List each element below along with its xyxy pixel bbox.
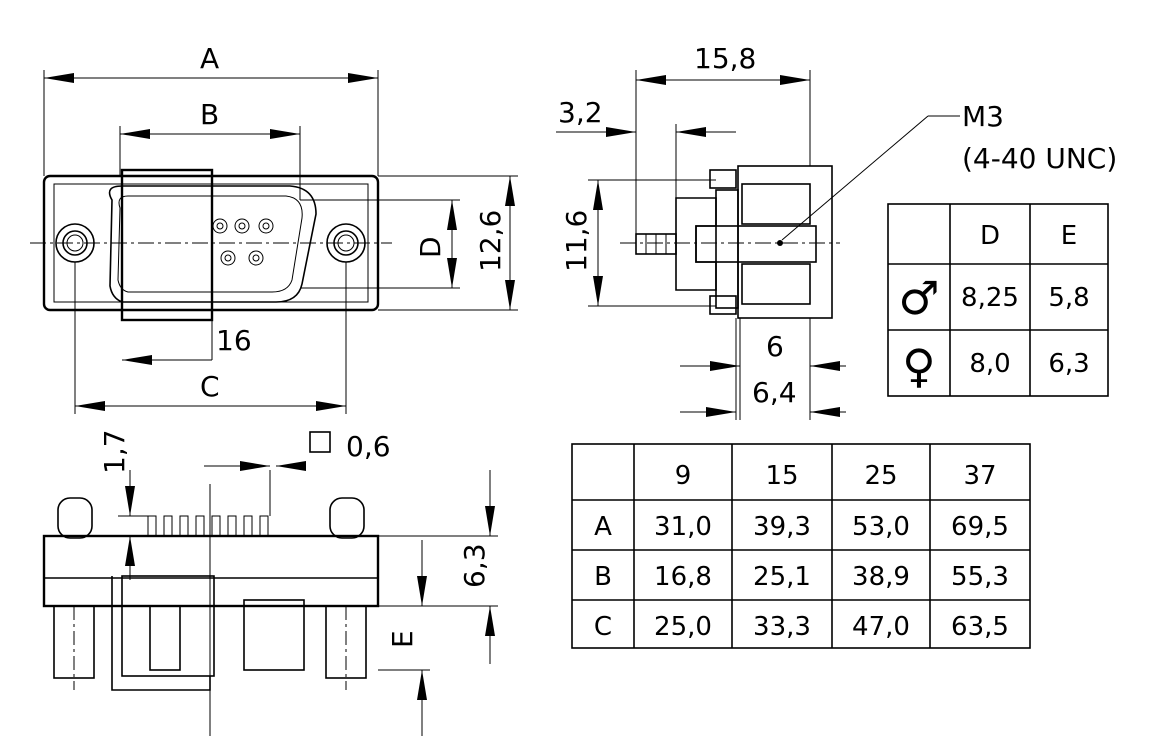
size-b-25: 38,9: [852, 562, 910, 592]
size-header-37: 37: [963, 461, 996, 491]
side-view: M3 (4-40 UNC) 15,8 3,2 11,6 6 6,4: [556, 42, 1117, 420]
size-b-9: 16,8: [654, 562, 712, 592]
female-e-value: 6,3: [1048, 349, 1089, 379]
dim-16-label: 16: [216, 324, 252, 357]
male-d-value: 8,25: [961, 283, 1019, 313]
size-c-25: 47,0: [852, 612, 910, 642]
size-c-37: 63,5: [951, 612, 1009, 642]
gender-header-d: D: [980, 221, 1000, 251]
size-header-15: 15: [765, 461, 798, 491]
dim-b-label: B: [200, 98, 219, 131]
thread-label-unc: (4-40 UNC): [962, 142, 1117, 175]
size-header-25: 25: [864, 461, 897, 491]
pin-contacts: [212, 218, 274, 266]
female-d-value: 8,0: [969, 349, 1010, 379]
male-symbol-icon: ♂: [898, 271, 939, 325]
front-view: A B C 16 D 12,6: [30, 42, 518, 414]
square-symbol-icon: [309, 431, 331, 453]
dim-a-label: A: [200, 42, 219, 75]
dim-15-8-label: 15,8: [694, 42, 756, 75]
size-row-c-label: C: [594, 612, 612, 642]
dim-12-6-label: 12,6: [474, 210, 507, 272]
dim-6-4-label: 6,4: [752, 376, 797, 409]
male-e-value: 5,8: [1048, 283, 1089, 313]
dim-c-label: C: [200, 370, 220, 403]
size-b-15: 25,1: [753, 562, 811, 592]
dim-11-6-label: 11,6: [560, 210, 593, 272]
size-c-9: 25,0: [654, 612, 712, 642]
pin-row: [147, 515, 269, 537]
size-a-9: 31,0: [654, 512, 712, 542]
dim-1-7-label: 1,7: [98, 429, 131, 474]
size-a-37: 69,5: [951, 512, 1009, 542]
size-header-9: 9: [675, 461, 692, 491]
dim-6-label: 6: [766, 330, 784, 363]
gender-table: D E ♂ 8,25 5,8 ♀ 8,0 6,3: [887, 203, 1109, 397]
size-row-b-label: B: [594, 562, 612, 592]
size-table: 9 15 25 37 A 31,0 39,3 53,0 69,5 B 16,8 …: [571, 443, 1031, 649]
female-symbol-icon: ♀: [902, 339, 936, 393]
size-a-25: 53,0: [852, 512, 910, 542]
size-b-37: 55,3: [951, 562, 1009, 592]
size-a-15: 39,3: [753, 512, 811, 542]
size-row-a-label: A: [594, 512, 612, 542]
dim-e-label: E: [386, 630, 419, 648]
dim-d-label: D: [414, 236, 447, 258]
dim-0-6-label: 0,6: [346, 430, 391, 463]
thread-label-m3: M3: [962, 100, 1004, 133]
size-c-15: 33,3: [753, 612, 811, 642]
bottom-view: 1,7 0,6 6,3 E: [42, 429, 498, 736]
dim-6-3-label: 6,3: [458, 543, 491, 588]
dim-3-2-label: 3,2: [558, 96, 603, 129]
gender-header-e: E: [1061, 221, 1077, 251]
